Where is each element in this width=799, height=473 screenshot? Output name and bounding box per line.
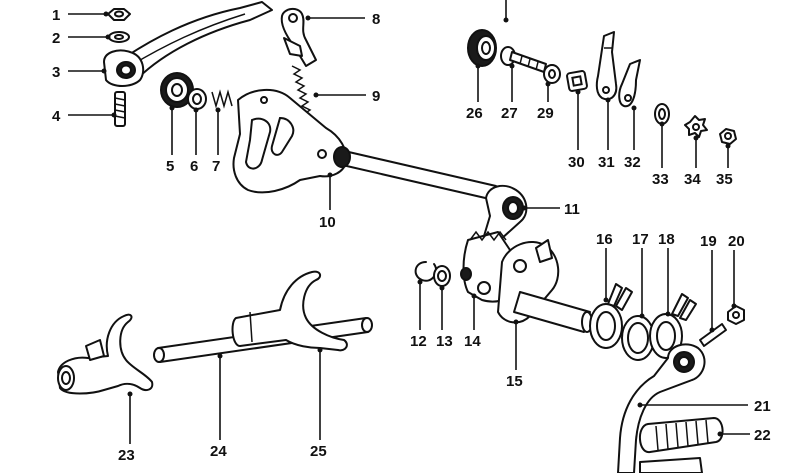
callout-21: 21	[754, 398, 771, 415]
callout-33: 33	[652, 171, 669, 188]
callout-6: 6	[190, 158, 198, 175]
square-washer-part-30	[566, 70, 588, 92]
plate-part-31	[595, 31, 618, 101]
circlip-part-12	[414, 261, 438, 282]
shift-shaft-part-15	[497, 239, 593, 333]
lever-nut-part-1	[107, 8, 131, 21]
spring-part-7	[211, 89, 233, 109]
plate-part-32	[618, 59, 641, 108]
star-washer-part-34	[684, 115, 708, 138]
callout-3: 3	[52, 64, 60, 81]
clamp-bolt-part-4	[114, 91, 126, 127]
callout-29: 29	[537, 105, 554, 122]
leader-dots	[101, 11, 737, 437]
callout-22: 22	[754, 427, 771, 444]
pedal-lever-part-21	[617, 343, 706, 473]
selector-plate-part-10	[232, 89, 348, 194]
callout-30: 30	[568, 154, 585, 171]
callout-2: 2	[52, 30, 60, 47]
bearing-part-26	[467, 29, 497, 67]
shift-fork-part-23	[57, 313, 154, 395]
spring-part-16	[589, 283, 633, 349]
callout-18: 18	[658, 231, 675, 248]
callout-labels: 1 2 3 4 5 6 7 8 9 10 11 12 13 14 15 16 1…	[52, 7, 771, 464]
pin-part-19	[699, 323, 727, 347]
callout-23: 23	[118, 447, 135, 464]
callout-35: 35	[716, 171, 733, 188]
callout-5: 5	[166, 158, 174, 175]
callout-16: 16	[596, 231, 613, 248]
washer-part-6	[187, 88, 207, 110]
callout-7: 7	[212, 158, 220, 175]
shift-arm-part-11	[483, 184, 528, 241]
callout-13: 13	[436, 333, 453, 350]
callout-10: 10	[319, 214, 336, 231]
callout-1: 1	[52, 7, 60, 24]
lever-clamp-part-3	[103, 49, 145, 87]
callout-12: 12	[410, 333, 427, 350]
spring-lever-part-8	[280, 8, 317, 67]
callout-11: 11	[564, 201, 580, 218]
leader-lines	[68, 0, 750, 444]
callout-24: 24	[210, 443, 227, 460]
callout-20: 20	[728, 233, 745, 250]
nut-part-20	[727, 305, 745, 325]
bushing-part-29	[543, 64, 561, 84]
spring-part-18	[649, 293, 697, 359]
pedal-foot-lower	[639, 457, 703, 473]
callout-15: 15	[506, 373, 523, 390]
selector-shaft	[333, 146, 497, 201]
nut-part-35	[719, 128, 737, 145]
callout-8: 8	[372, 11, 380, 28]
callout-34: 34	[684, 171, 701, 188]
callout-25: 25	[310, 443, 327, 460]
callout-27: 27	[501, 105, 518, 122]
lever-washer-part-2	[108, 31, 130, 43]
callout-32: 32	[624, 154, 641, 171]
pedal-rubber-part-22	[639, 417, 724, 453]
return-spring-part-9	[291, 65, 312, 115]
callout-17: 17	[632, 231, 649, 248]
callout-19: 19	[700, 233, 717, 250]
callout-26: 26	[466, 105, 483, 122]
callout-14: 14	[464, 333, 481, 350]
callout-9: 9	[372, 88, 380, 105]
callout-31: 31	[598, 154, 615, 171]
bolt-part-27	[500, 46, 547, 73]
shift-lever-arm	[117, 1, 273, 79]
shift-fork-part-25	[231, 270, 348, 352]
ring-part-17	[621, 315, 655, 361]
washer-part-13	[433, 265, 451, 287]
callout-4: 4	[52, 108, 61, 125]
washer-part-33	[654, 103, 670, 125]
